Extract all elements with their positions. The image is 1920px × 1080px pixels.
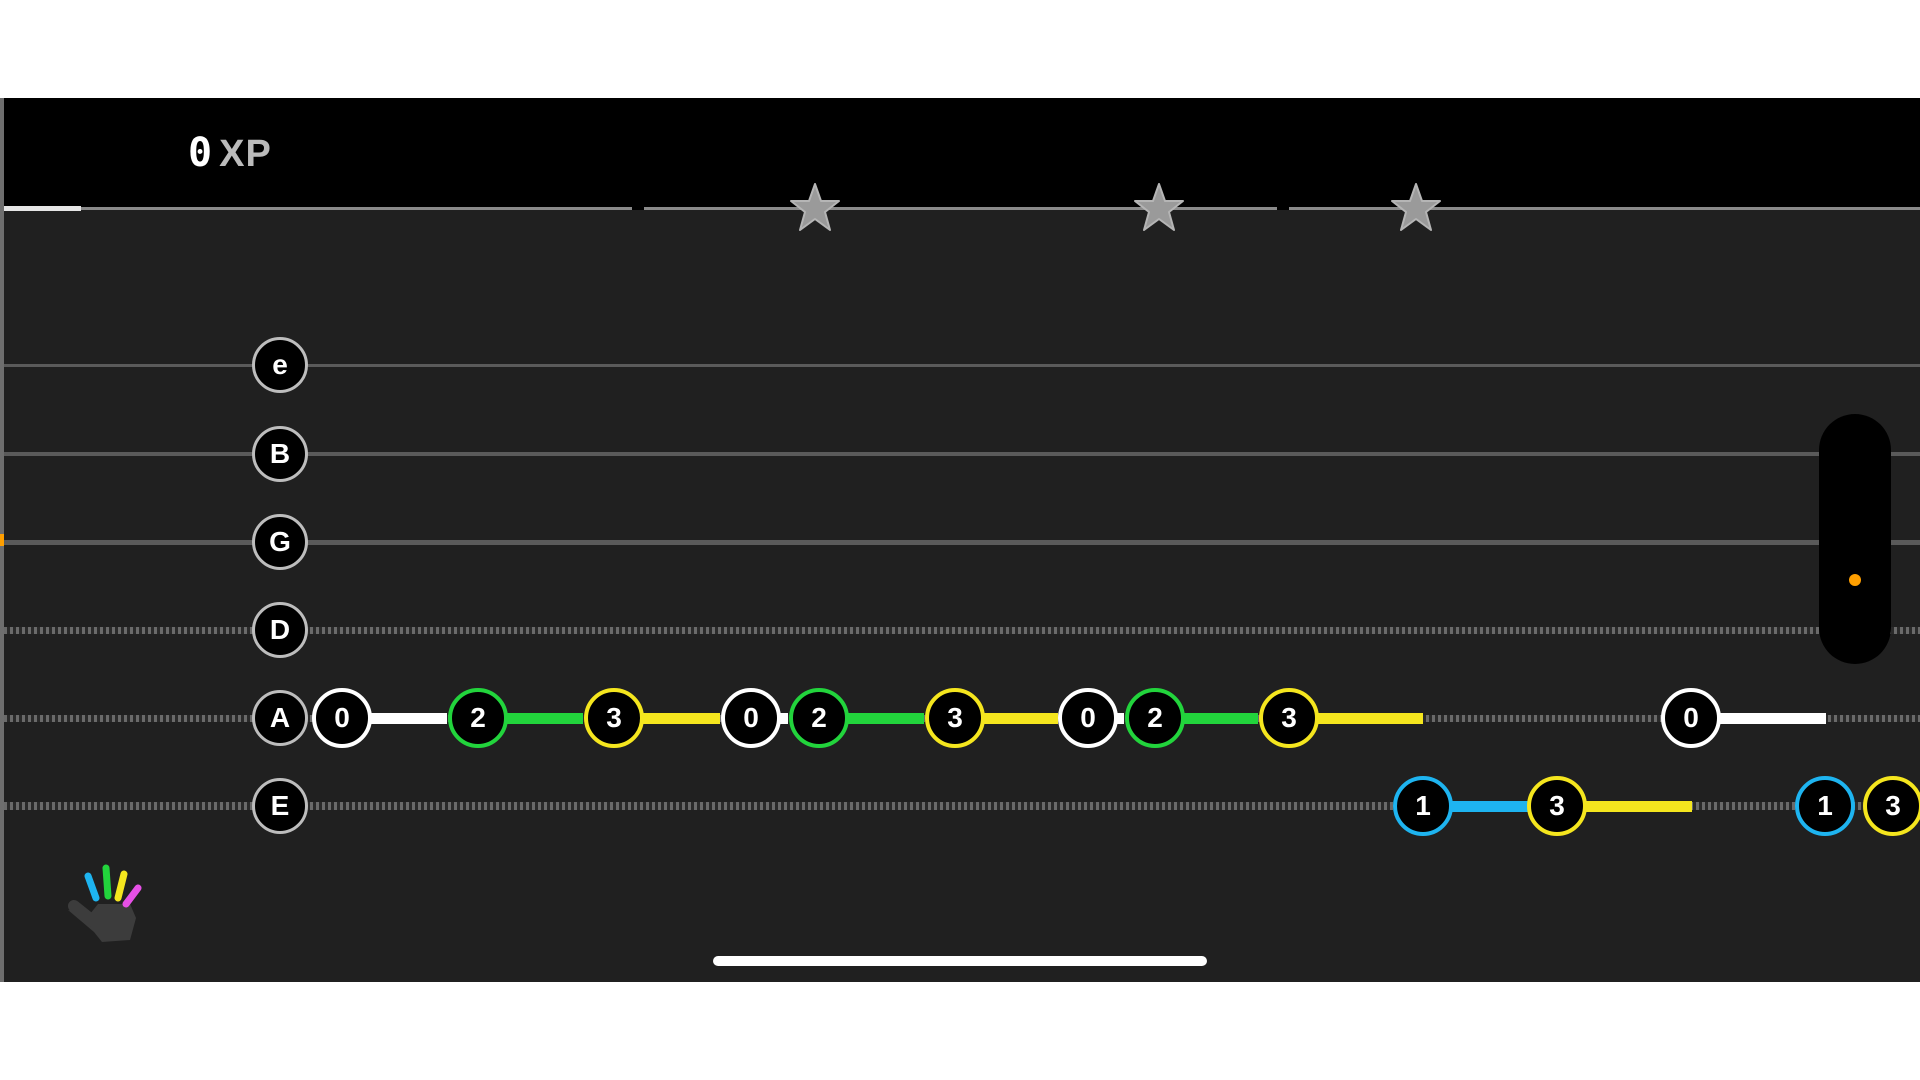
- hand-icon[interactable]: [60, 848, 160, 948]
- note-sustain: [819, 713, 924, 724]
- note-gem: 0: [1058, 688, 1118, 748]
- star-icon: [1391, 183, 1441, 231]
- string-line-3: [4, 626, 1920, 634]
- note-sustain: [1691, 713, 1826, 724]
- progress-gap: [632, 207, 644, 210]
- note-gem: 3: [1527, 776, 1587, 836]
- note-gem: 2: [448, 688, 508, 748]
- speed-slider[interactable]: [1819, 414, 1891, 664]
- note-gem: 0: [721, 688, 781, 748]
- note-gem: 2: [789, 688, 849, 748]
- progress-gap: [1277, 207, 1289, 210]
- song-progress-bar: [4, 206, 1920, 211]
- star-icon: [790, 183, 840, 231]
- note-gem: 1: [1393, 776, 1453, 836]
- string-label: e: [252, 337, 308, 393]
- note-sustain: [614, 713, 720, 724]
- finger-index: [84, 872, 100, 902]
- string-label: E: [252, 778, 308, 834]
- note-gem: 2: [1125, 688, 1185, 748]
- xp-label: XP: [219, 133, 272, 175]
- note-gem: 3: [1863, 776, 1920, 836]
- note-gem: 3: [1259, 688, 1319, 748]
- note-gem: 0: [312, 688, 372, 748]
- playhead-marker: [0, 534, 4, 546]
- string-label: D: [252, 602, 308, 658]
- note-sustain: [1289, 713, 1423, 724]
- note-sustain: [342, 713, 447, 724]
- note-gem: 3: [925, 688, 985, 748]
- string-line-2: [4, 539, 1920, 545]
- star-icon: [1134, 183, 1184, 231]
- finger-pinky: [122, 884, 142, 908]
- home-indicator[interactable]: [713, 956, 1207, 966]
- note-sustain: [1557, 801, 1692, 812]
- xp-value: 0: [188, 130, 214, 176]
- string-line-1: [4, 452, 1920, 456]
- note-gem: 0: [1661, 688, 1721, 748]
- note-sustain: [478, 713, 583, 724]
- finger-middle: [102, 864, 112, 900]
- note-sustain: [1155, 713, 1258, 724]
- string-label: A: [252, 690, 308, 746]
- note-gem: 1: [1795, 776, 1855, 836]
- string-line-0: [4, 363, 1920, 367]
- note-sustain: [1423, 801, 1528, 812]
- string-label: G: [252, 514, 308, 570]
- slider-thumb[interactable]: [1849, 574, 1861, 586]
- song-progress-fill: [4, 206, 81, 211]
- string-line-5: [4, 802, 1920, 810]
- note-gem: 3: [584, 688, 644, 748]
- string-label: B: [252, 426, 308, 482]
- note-sustain: [955, 713, 1058, 724]
- finger-ring: [114, 870, 128, 902]
